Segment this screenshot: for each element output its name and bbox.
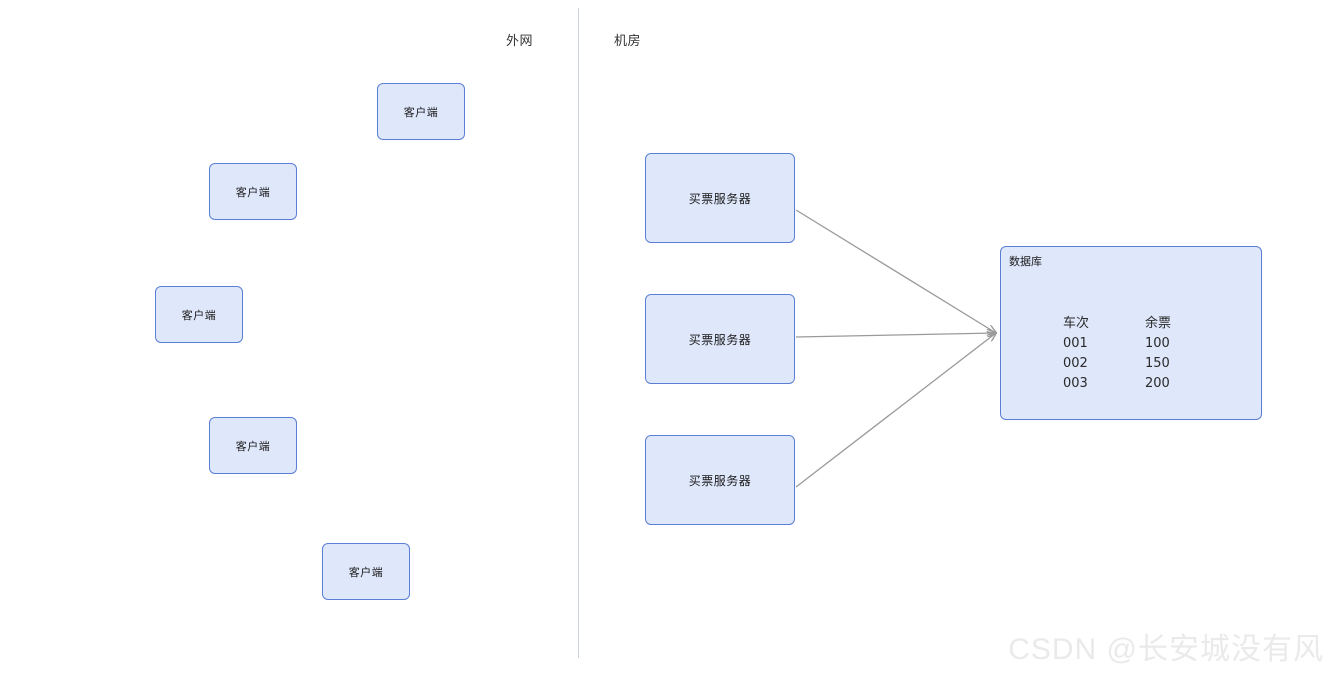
- link-server1-to-database: [795, 209, 996, 333]
- client-node-3[interactable]: 客户端: [155, 286, 243, 343]
- table-row: 001 100: [1063, 336, 1227, 356]
- cell-train-no: 001: [1063, 336, 1088, 351]
- watermark: CSDN @长安城没有风: [1008, 633, 1324, 666]
- ticket-server-label: 买票服务器: [688, 332, 752, 347]
- column-header-train-no: 车次: [1063, 315, 1090, 330]
- ticket-server-node-1[interactable]: 买票服务器: [645, 153, 795, 243]
- database-node[interactable]: 数据库 车次 余票 001 100 002 150 003 200: [1000, 246, 1262, 420]
- table-row: 003 200: [1063, 376, 1227, 396]
- client-node-label: 客户端: [181, 309, 217, 322]
- cell-remaining-tickets: 100: [1145, 336, 1170, 351]
- client-node-label: 客户端: [348, 566, 384, 579]
- client-node-2[interactable]: 客户端: [209, 163, 297, 220]
- client-node-label: 客户端: [235, 440, 271, 453]
- ticket-server-label: 买票服务器: [688, 191, 752, 206]
- table-row: 002 150: [1063, 356, 1227, 376]
- database-title: 数据库: [1009, 256, 1042, 268]
- zone-label-datacenter: 机房: [614, 33, 642, 48]
- client-node-5[interactable]: 客户端: [322, 543, 410, 600]
- zone-divider-line: [578, 8, 579, 658]
- link-server2-to-database: [795, 333, 996, 338]
- client-node-1[interactable]: 客户端: [377, 83, 465, 140]
- column-header-remaining-tickets: 余票: [1145, 315, 1172, 330]
- table-header-row: 车次 余票: [1063, 315, 1227, 336]
- cell-train-no: 002: [1063, 356, 1088, 371]
- ticket-server-label: 买票服务器: [688, 473, 752, 488]
- cell-train-no: 003: [1063, 376, 1088, 391]
- cell-remaining-tickets: 150: [1145, 356, 1170, 371]
- database-table: 车次 余票 001 100 002 150 003 200: [1063, 315, 1227, 396]
- client-node-label: 客户端: [235, 186, 271, 199]
- ticket-server-node-3[interactable]: 买票服务器: [645, 435, 795, 525]
- link-server3-to-database: [795, 333, 996, 488]
- zone-label-external: 外网: [506, 33, 534, 48]
- ticket-server-node-2[interactable]: 买票服务器: [645, 294, 795, 384]
- client-node-4[interactable]: 客户端: [209, 417, 297, 474]
- client-node-label: 客户端: [403, 106, 439, 119]
- cell-remaining-tickets: 200: [1145, 376, 1170, 391]
